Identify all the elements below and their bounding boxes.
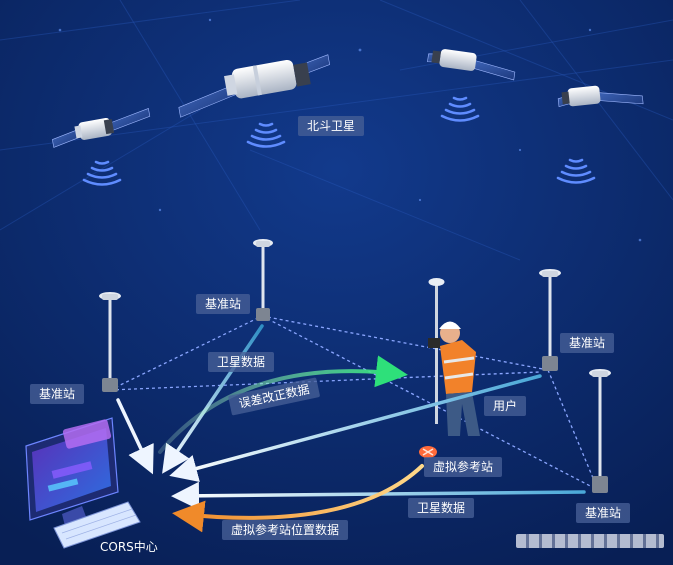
gnss-antenna-icon bbox=[539, 269, 561, 371]
label-base-station-left: 基准站 bbox=[30, 384, 85, 404]
arrow-base-left-to-cors bbox=[116, 398, 154, 475]
arrow-virtual-position bbox=[172, 464, 424, 533]
satellite-icon bbox=[427, 49, 516, 81]
label-base-station-bottom: 基准站 bbox=[576, 503, 631, 523]
satellite-icon bbox=[178, 54, 330, 118]
virtual-station-marker-icon bbox=[419, 446, 437, 458]
label-virtual-reference-station: 虚拟参考站 bbox=[424, 457, 503, 477]
label-user: 用户 bbox=[484, 396, 527, 416]
arrow-base-right-to-cors bbox=[169, 374, 542, 483]
signal-icon bbox=[246, 122, 286, 148]
arrow-base-top-to-cors bbox=[162, 324, 264, 474]
label-virtual-position-data: 虚拟参考站位置数据 bbox=[222, 520, 349, 540]
label-cors-center: CORS中心 bbox=[100, 540, 158, 554]
computer-icon bbox=[25, 417, 141, 549]
gnss-antenna-icon bbox=[253, 239, 273, 321]
network-dashed-lines bbox=[109, 315, 599, 491]
satellite-icon bbox=[52, 108, 151, 148]
satellite-icon bbox=[557, 85, 644, 108]
surveyor-icon bbox=[428, 278, 480, 436]
gnss-antenna-icon bbox=[589, 369, 611, 493]
signal-icon bbox=[556, 158, 596, 184]
label-beidou-satellite: 北斗卫星 bbox=[298, 116, 365, 136]
signal-icon bbox=[82, 160, 122, 186]
arrow-correction bbox=[158, 355, 408, 454]
watermark-logo bbox=[516, 534, 664, 548]
label-base-station-top: 基准站 bbox=[196, 294, 251, 314]
label-satellite-data-bottom: 卫星数据 bbox=[408, 498, 475, 518]
label-satellite-data-top: 卫星数据 bbox=[208, 352, 275, 372]
label-base-station-right: 基准站 bbox=[560, 333, 615, 353]
gnss-antenna-icon bbox=[99, 292, 121, 392]
signal-icon bbox=[440, 96, 480, 122]
